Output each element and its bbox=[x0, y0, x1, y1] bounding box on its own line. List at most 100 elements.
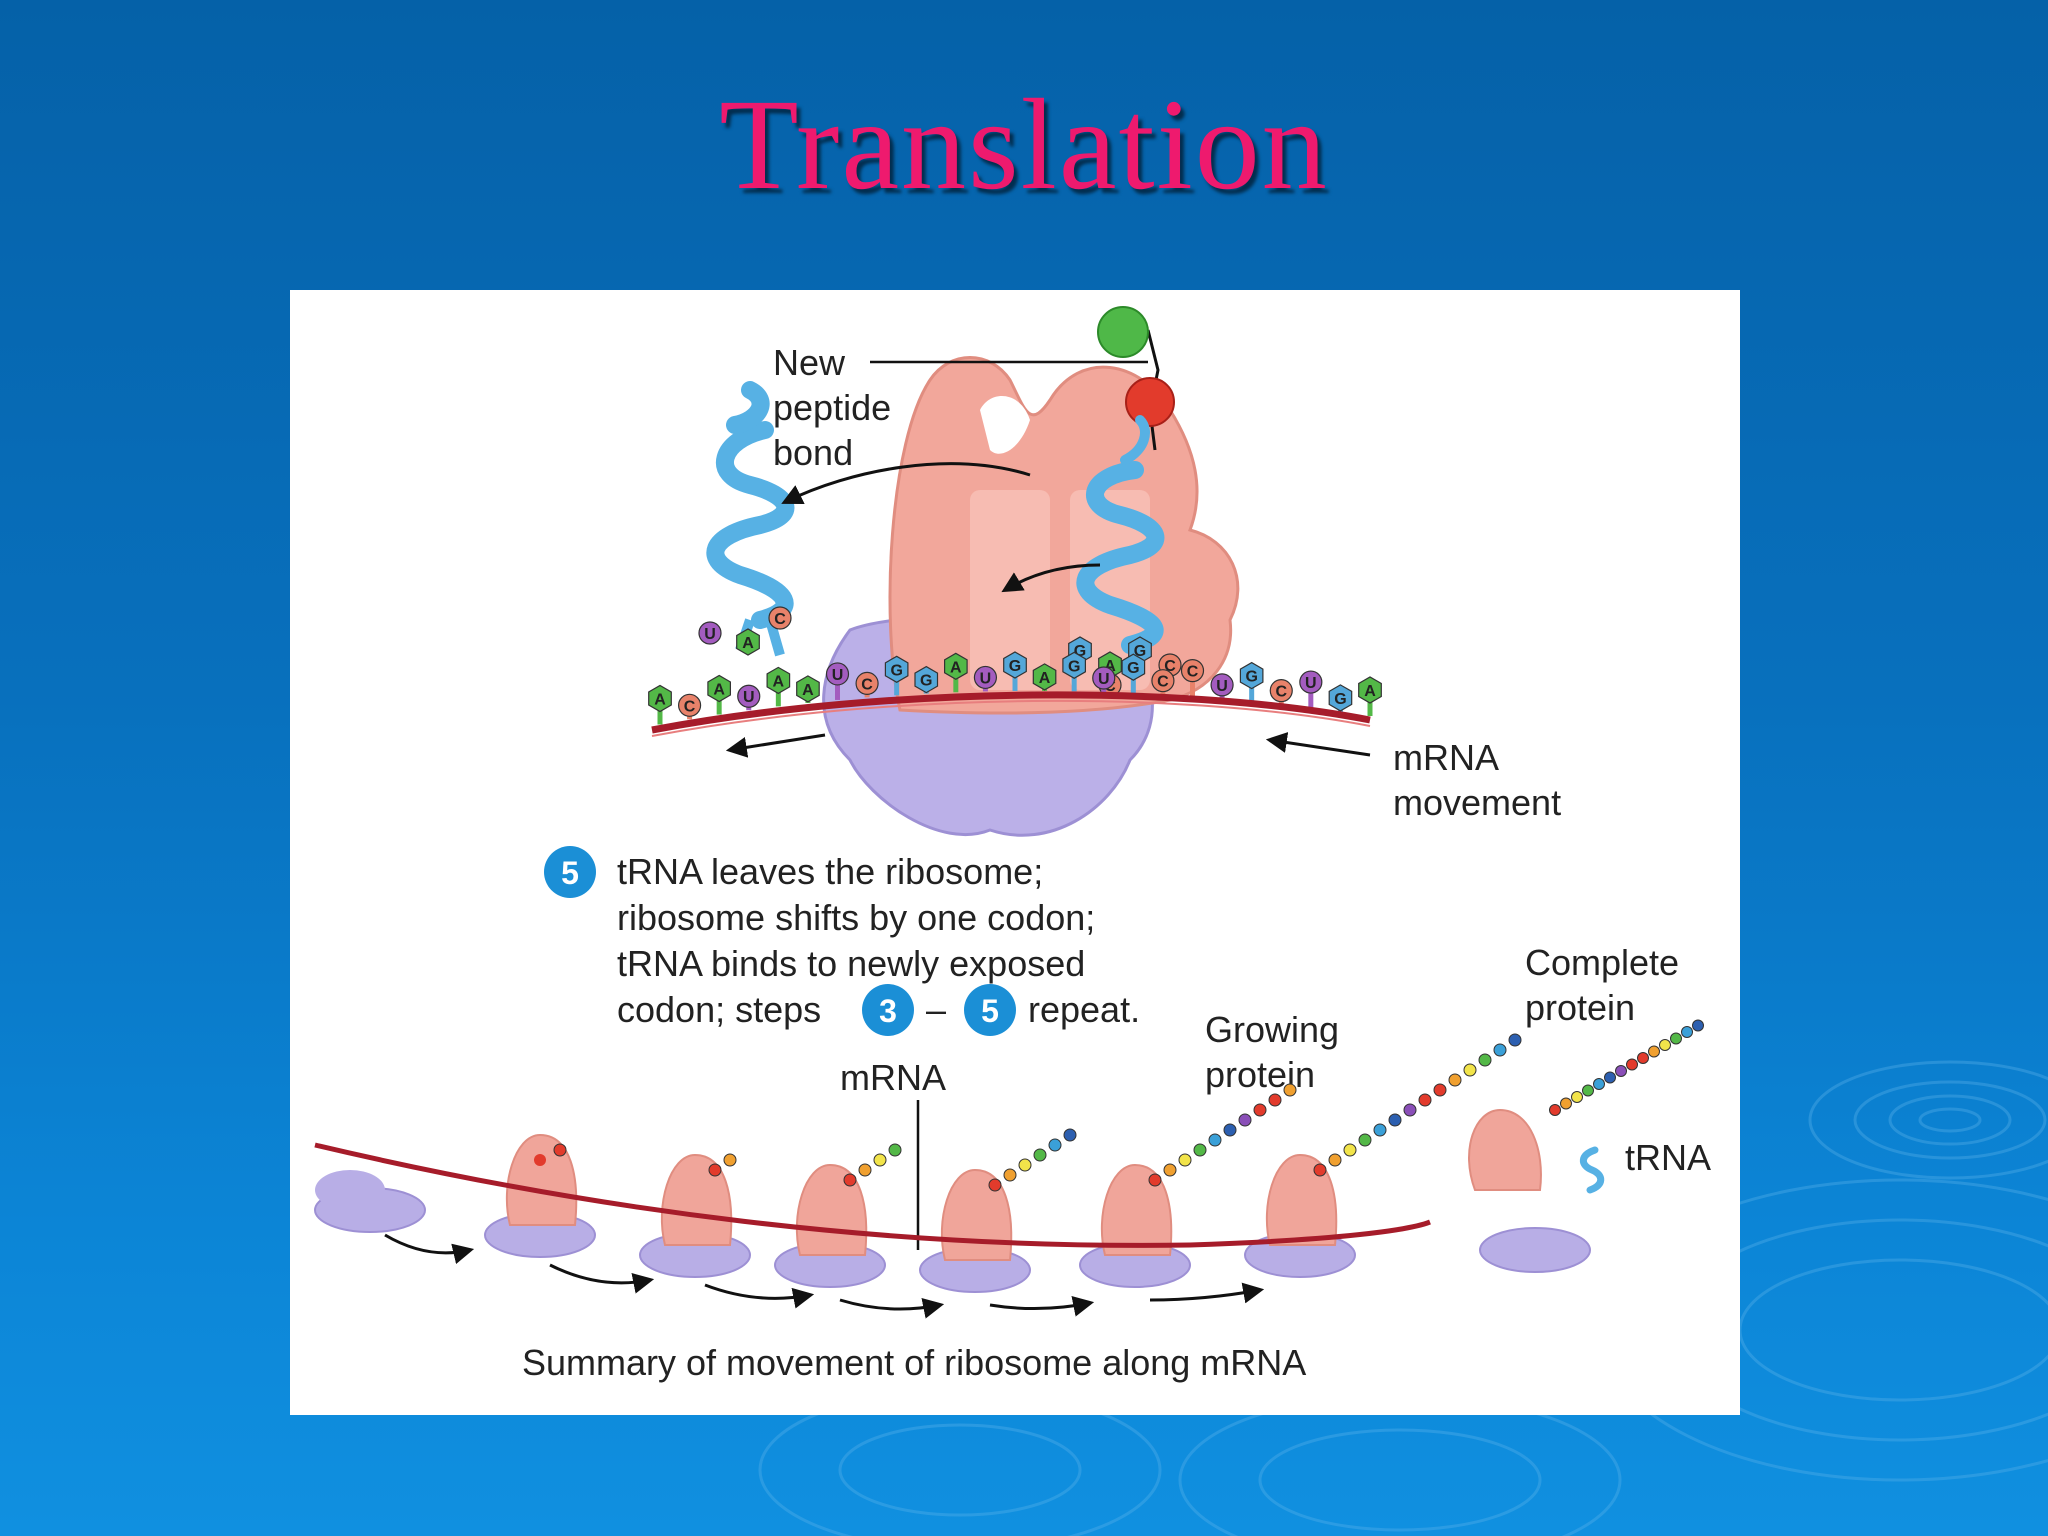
svg-text:3: 3 bbox=[879, 993, 897, 1029]
mrna-left-arrow bbox=[725, 733, 826, 758]
mrna-base: A bbox=[943, 652, 968, 693]
mrna-base: G bbox=[1239, 661, 1264, 702]
svg-text:5: 5 bbox=[981, 993, 999, 1029]
svg-text:U: U bbox=[1216, 678, 1228, 695]
svg-text:A: A bbox=[654, 692, 666, 709]
mrna-base: U bbox=[1299, 670, 1323, 709]
svg-text:5: 5 bbox=[561, 855, 579, 891]
svg-text:G: G bbox=[890, 662, 902, 679]
svg-text:A: A bbox=[713, 682, 725, 699]
mrna-base: A bbox=[1358, 676, 1382, 716]
mrna-base: G bbox=[1003, 651, 1027, 691]
summary-arrow bbox=[839, 1297, 945, 1319]
complete-protein-label: Complete protein bbox=[1525, 942, 1689, 1028]
mrna-base: U bbox=[825, 662, 850, 700]
svg-text:G: G bbox=[920, 673, 932, 690]
summary-trna-label: tRNA bbox=[1625, 1137, 1711, 1178]
ribosome-summary-sequence bbox=[314, 1019, 1704, 1293]
step-5-description: 5 tRNA leaves the ribosome; ribosome shi… bbox=[544, 846, 1140, 1036]
svg-text:C: C bbox=[774, 611, 786, 628]
mrna-base: A bbox=[796, 675, 820, 703]
svg-text:C: C bbox=[684, 698, 696, 715]
summary-ribosome bbox=[1079, 1083, 1297, 1288]
svg-text:repeat.: repeat. bbox=[1028, 989, 1140, 1030]
svg-text:G: G bbox=[1127, 660, 1139, 677]
svg-text:U: U bbox=[704, 626, 716, 643]
mrna-base: C bbox=[855, 671, 879, 698]
mrna-base: C bbox=[1151, 669, 1175, 695]
summary-ribosome bbox=[639, 1153, 751, 1278]
svg-text:C: C bbox=[1187, 664, 1199, 681]
svg-text:A: A bbox=[742, 635, 754, 652]
step-range-end-badge bbox=[964, 984, 1016, 1036]
summary-mrna-label: mRNA bbox=[840, 1057, 946, 1098]
anticodon-base: C bbox=[768, 606, 792, 630]
mrna-base: G bbox=[884, 655, 909, 696]
step-text: tRNA leaves the ribosome; ribosome shift… bbox=[617, 851, 1105, 1030]
summary-arrow bbox=[704, 1283, 815, 1309]
mrna-movement-label: mRNA movement bbox=[1393, 737, 1561, 823]
anticodon-base: U bbox=[698, 621, 722, 645]
mrna-base: U bbox=[737, 684, 761, 711]
summary-arrow bbox=[384, 1233, 475, 1265]
summary-ribosome bbox=[774, 1143, 902, 1288]
summary-arrow bbox=[989, 1295, 1095, 1317]
mrna-base: G bbox=[914, 665, 939, 694]
mrna-strand bbox=[651, 691, 1371, 734]
summary-ribosome bbox=[1244, 1033, 1522, 1278]
step-range-start-badge bbox=[862, 984, 914, 1036]
summary-ribosome bbox=[484, 1133, 596, 1258]
summary-ribosome bbox=[919, 1128, 1077, 1293]
svg-text:A: A bbox=[1039, 670, 1051, 687]
svg-text:A: A bbox=[802, 682, 814, 699]
svg-text:A: A bbox=[1364, 683, 1376, 700]
svg-text:C: C bbox=[1275, 684, 1287, 701]
slide-title: Translation bbox=[719, 73, 1329, 217]
svg-text:U: U bbox=[743, 689, 755, 706]
released-trna bbox=[1579, 1146, 1605, 1194]
svg-text:U: U bbox=[832, 667, 844, 684]
trna-shift-arrow bbox=[1001, 563, 1101, 593]
summary-arrow bbox=[1149, 1282, 1265, 1304]
mrna-base: A bbox=[648, 684, 672, 725]
svg-text:G: G bbox=[1245, 669, 1257, 686]
summary-mrna-strand bbox=[314, 1142, 1431, 1248]
growing-protein-label: Growing protein bbox=[1205, 1009, 1349, 1095]
svg-text:U: U bbox=[980, 670, 992, 687]
svg-text:A: A bbox=[950, 659, 962, 676]
figure-caption: Summary of movement of ribosome along mR… bbox=[522, 1342, 1306, 1383]
summary-movement-arrows bbox=[384, 1233, 1265, 1319]
svg-text:C: C bbox=[1157, 674, 1169, 691]
step-badge bbox=[544, 846, 596, 898]
peptide-bond-amino-acids bbox=[1097, 306, 1175, 451]
mrna-base: U bbox=[973, 665, 998, 692]
mrna-movement-arrow bbox=[1265, 732, 1371, 757]
mrna-base: A bbox=[766, 666, 791, 707]
mrna-base: G bbox=[1121, 653, 1146, 694]
mrna-base: G bbox=[1062, 651, 1087, 692]
mrna-base: C bbox=[677, 693, 702, 720]
summary-ribosome bbox=[314, 1170, 426, 1233]
released-ribosome bbox=[1468, 1108, 1591, 1273]
mrna-base: U bbox=[1210, 673, 1234, 699]
mrna-base: A bbox=[707, 674, 731, 715]
svg-text:–: – bbox=[926, 989, 946, 1030]
mrna-base: C bbox=[1269, 679, 1293, 705]
svg-text:U: U bbox=[1098, 671, 1110, 688]
bound-trna bbox=[1076, 415, 1165, 654]
svg-text:A: A bbox=[773, 673, 785, 690]
leaving-trna-anticodon: U A C bbox=[698, 606, 792, 656]
mrna-base: A bbox=[1032, 663, 1057, 691]
mrna-base: G bbox=[1328, 684, 1353, 712]
trna-exit-arrow bbox=[781, 462, 1031, 505]
peptide-label: New peptide bond bbox=[773, 342, 901, 473]
mrna-base: U bbox=[1092, 666, 1116, 693]
svg-text:U: U bbox=[1305, 675, 1317, 692]
svg-text:G: G bbox=[1334, 691, 1346, 708]
anticodon-base: A bbox=[736, 628, 760, 656]
summary-arrow bbox=[549, 1263, 655, 1294]
svg-text:G: G bbox=[1009, 658, 1021, 675]
